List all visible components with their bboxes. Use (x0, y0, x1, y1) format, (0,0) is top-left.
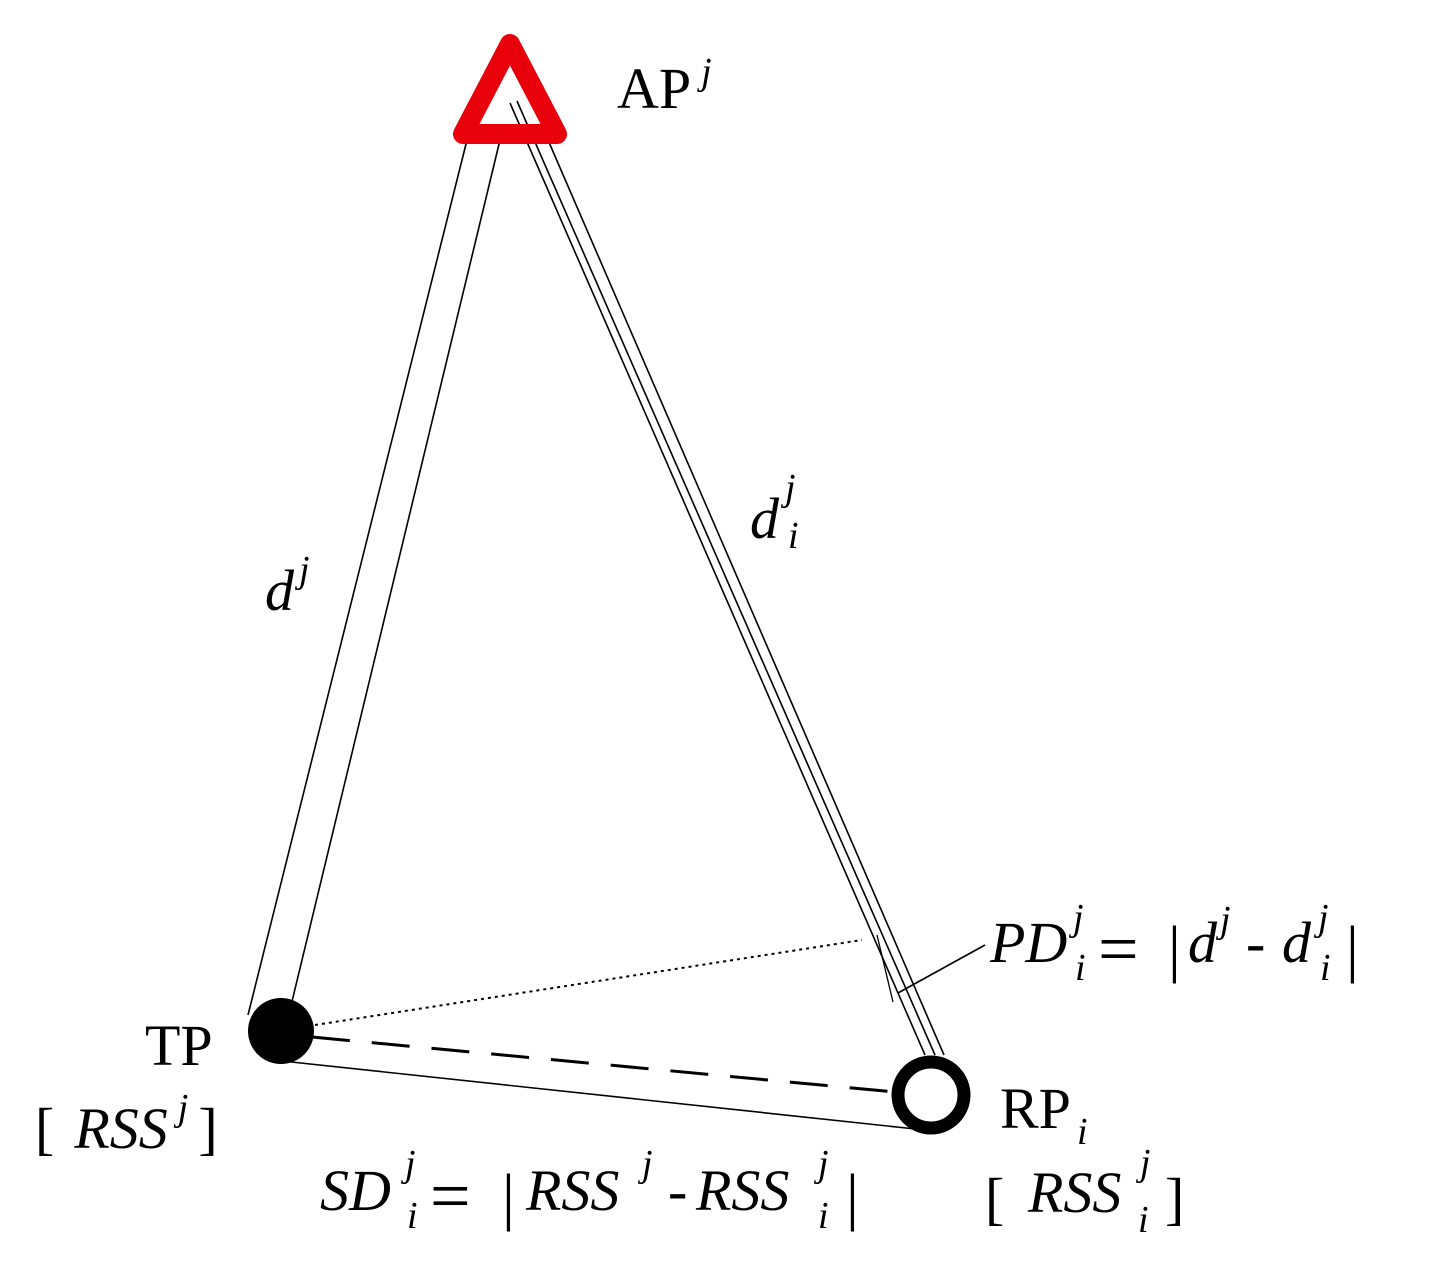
edge-rp-ap (509, 100, 945, 1056)
rp-rss-label: [ RSS j i ] (985, 1142, 1184, 1241)
ap-triangle-icon (453, 34, 567, 144)
edge-tp-rp-solid (281, 1060, 926, 1131)
sd-formula: SD j i = | RSS j - RSS j i | (320, 1143, 859, 1237)
edge-tp-ap-inner-line (287, 139, 501, 1019)
pd-leader-line (897, 944, 986, 994)
edge-rp-ap-third-line (516, 100, 936, 1056)
tp-label: TP (145, 1013, 213, 1078)
pd-formula: PD j i = | d j - d j i | (989, 897, 1359, 989)
tp-node-dot (248, 998, 314, 1064)
edge-rp-ap-inner-line (509, 102, 926, 1056)
edge-rp-ap-outer-line (547, 139, 945, 1056)
edge-tp-rp-dashed (311, 1035, 896, 1094)
projection-dotted-line (314, 939, 863, 1026)
rp-node-ring (891, 1055, 971, 1135)
edge-tp-ap-outer-line (247, 139, 468, 1016)
edge-rp-ap-label: d j i (750, 467, 800, 557)
pd-segment-marker (876, 934, 894, 1003)
edge-tp-ap (247, 139, 501, 1019)
